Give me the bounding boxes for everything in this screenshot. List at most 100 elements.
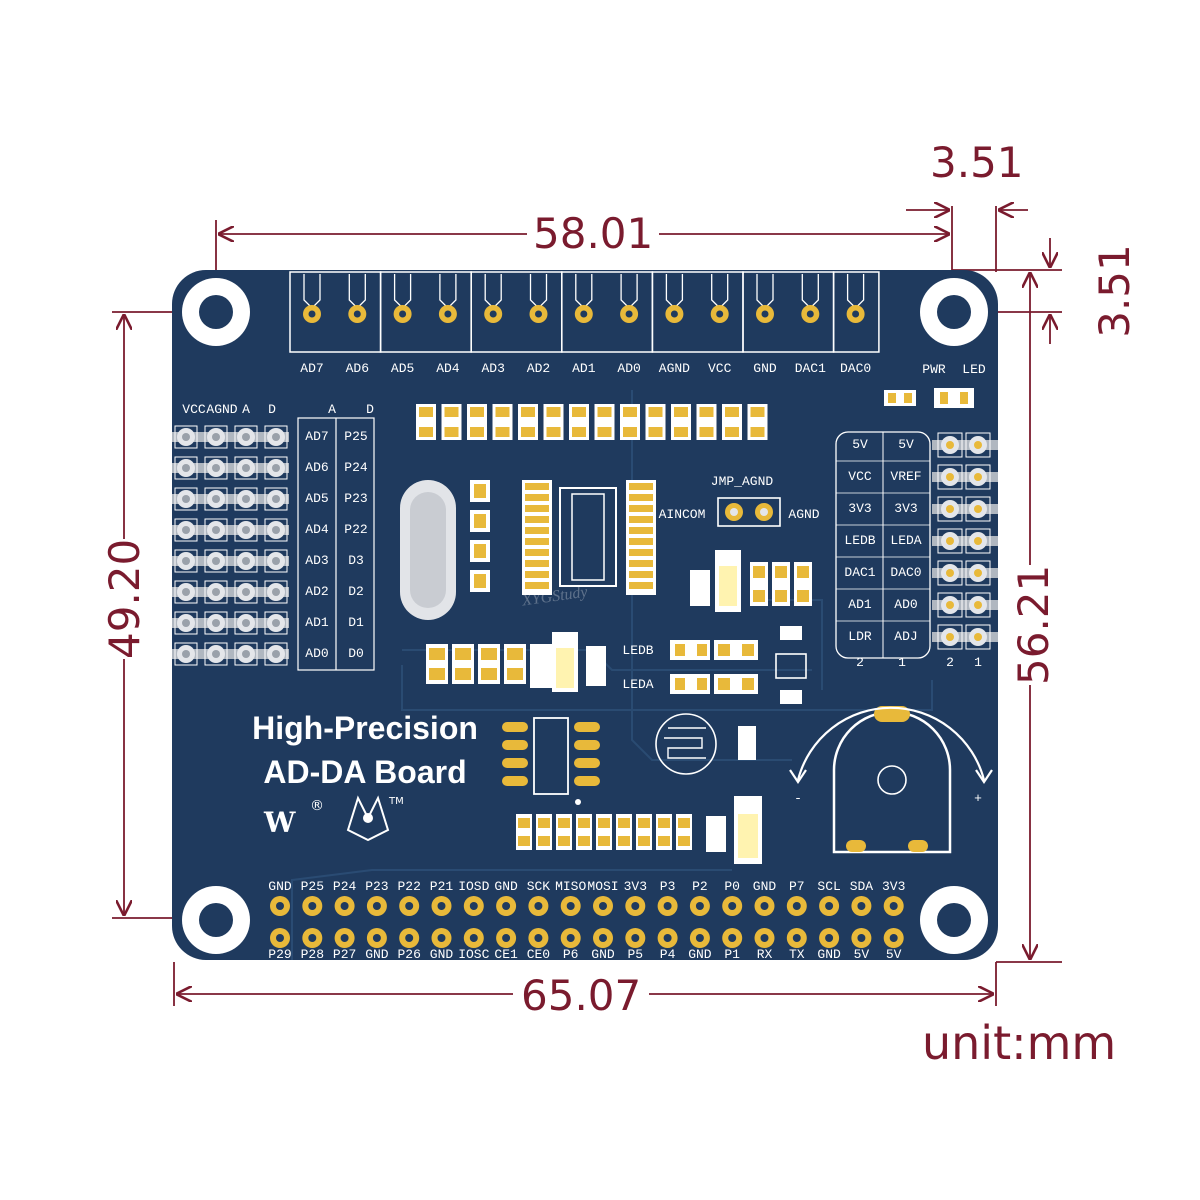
header-pin-center [974,569,982,577]
gpio-bottom-label: GND [817,947,841,962]
smd-pad [521,407,535,417]
right-bottom-index: 2 [856,655,864,670]
smd-pad [474,544,486,558]
pin-square [204,611,228,635]
gpio-pin-hole [502,902,511,910]
terminal-block [832,271,880,353]
soic-pad [574,758,600,768]
gpio-pin-hole [663,902,672,910]
smd-pad [518,836,530,846]
header-pin-center [182,619,190,627]
pin-row-bar [932,568,998,578]
terminal-pad-hole [353,310,361,318]
smd-resistor [586,646,606,686]
dim-hole-offset-y: 3.51 [1090,244,1139,338]
dim-total-height: 56.21 [1009,564,1058,685]
smd-pad [518,818,530,828]
terminal-label: GND [753,361,777,376]
right-bottom-index: 1 [898,655,906,670]
right-label-col1: DAC1 [844,565,876,580]
smd-pad [623,407,637,417]
gpio-top-label: P21 [429,879,454,894]
smd-pad [618,818,630,828]
terminal-pad-hole [308,310,316,318]
header-pin-center [182,495,190,503]
left-label-d: D0 [348,646,364,661]
photoresistor [655,713,717,775]
header-pin-center [242,588,250,596]
smd-pad [888,393,896,403]
gpio-bottom-label: GND [688,947,712,962]
pin-square [204,549,228,573]
gpio-pin-hole [857,902,866,910]
header-pin-center [974,505,982,513]
gpio-bottom-label: P26 [397,947,421,962]
gpio-top-label: P22 [397,879,421,894]
pin-square [234,487,258,511]
gpio-pin-hole [760,934,769,942]
gpio-bottom-label: P29 [268,947,292,962]
pot-pad [846,840,866,852]
smd-pad [429,668,445,680]
header-pin-center [946,505,954,513]
smd-pad [558,836,570,846]
smd-pad [718,644,730,656]
gpio-bottom-label: GND [429,947,454,962]
header-pin-center [212,650,220,658]
smd-pad [904,393,912,403]
gpio-pin-hole [663,934,672,942]
smd-pad [629,549,653,556]
smd-pad [525,582,549,589]
gpio-bottom-label: IOSC [458,947,490,962]
header-pin-center [212,619,220,627]
pin-square [937,496,963,522]
right-label-col2: 3V3 [894,501,918,516]
gpio-pin-hole [792,934,801,942]
jumper-right-label: AGND [788,507,820,522]
pin-square [234,642,258,666]
pin-square [937,624,963,650]
smd-resistor [780,626,802,640]
gpio-pin-hole [760,902,769,910]
right-label-col1: LDR [848,629,872,644]
pin-square [264,518,288,542]
smd-pad [525,494,549,501]
pin-square [234,580,258,604]
jumper-left-label: AINCOM [658,507,706,522]
smd-pad [629,560,653,567]
smd-resistor [530,644,552,688]
led-label: LEDA [622,677,654,692]
smd-pad [507,668,523,680]
right-label-col1: VCC [848,469,872,484]
gpio-top-label: P2 [692,879,708,894]
smd-pad [470,407,484,417]
smd-pad [495,427,510,437]
gpio-top-label: MOSI [587,879,619,894]
pot-plus-label: + [974,791,982,806]
gpio-pin-hole [469,934,478,942]
smd-pad [578,818,590,828]
smd-pad [675,678,685,690]
smd-pad [678,836,690,846]
terminal-pad-hole [535,310,542,318]
smd-cap [690,570,710,606]
right-label-col2: LEDA [890,533,922,548]
header-pin-center [946,633,954,641]
led-label: LED [962,362,986,377]
header-pin-center [272,588,280,596]
pin-square [234,518,258,542]
gpio-top-label: MISO [555,879,587,894]
left-label-d: D1 [348,615,364,630]
soic-pad [574,776,600,786]
pin-square [174,456,198,480]
header-pin-center [272,619,280,627]
mounting-hole [937,295,971,329]
right-bottom-index: 1 [974,655,982,670]
smd-pad [525,549,549,556]
tantalum-body [556,648,574,688]
gpio-bottom-label: 5V [853,947,870,962]
header-pin-center [272,464,280,472]
gpio-pin-hole [308,902,317,910]
soic-pad [574,722,600,732]
smd-pad [525,516,549,523]
